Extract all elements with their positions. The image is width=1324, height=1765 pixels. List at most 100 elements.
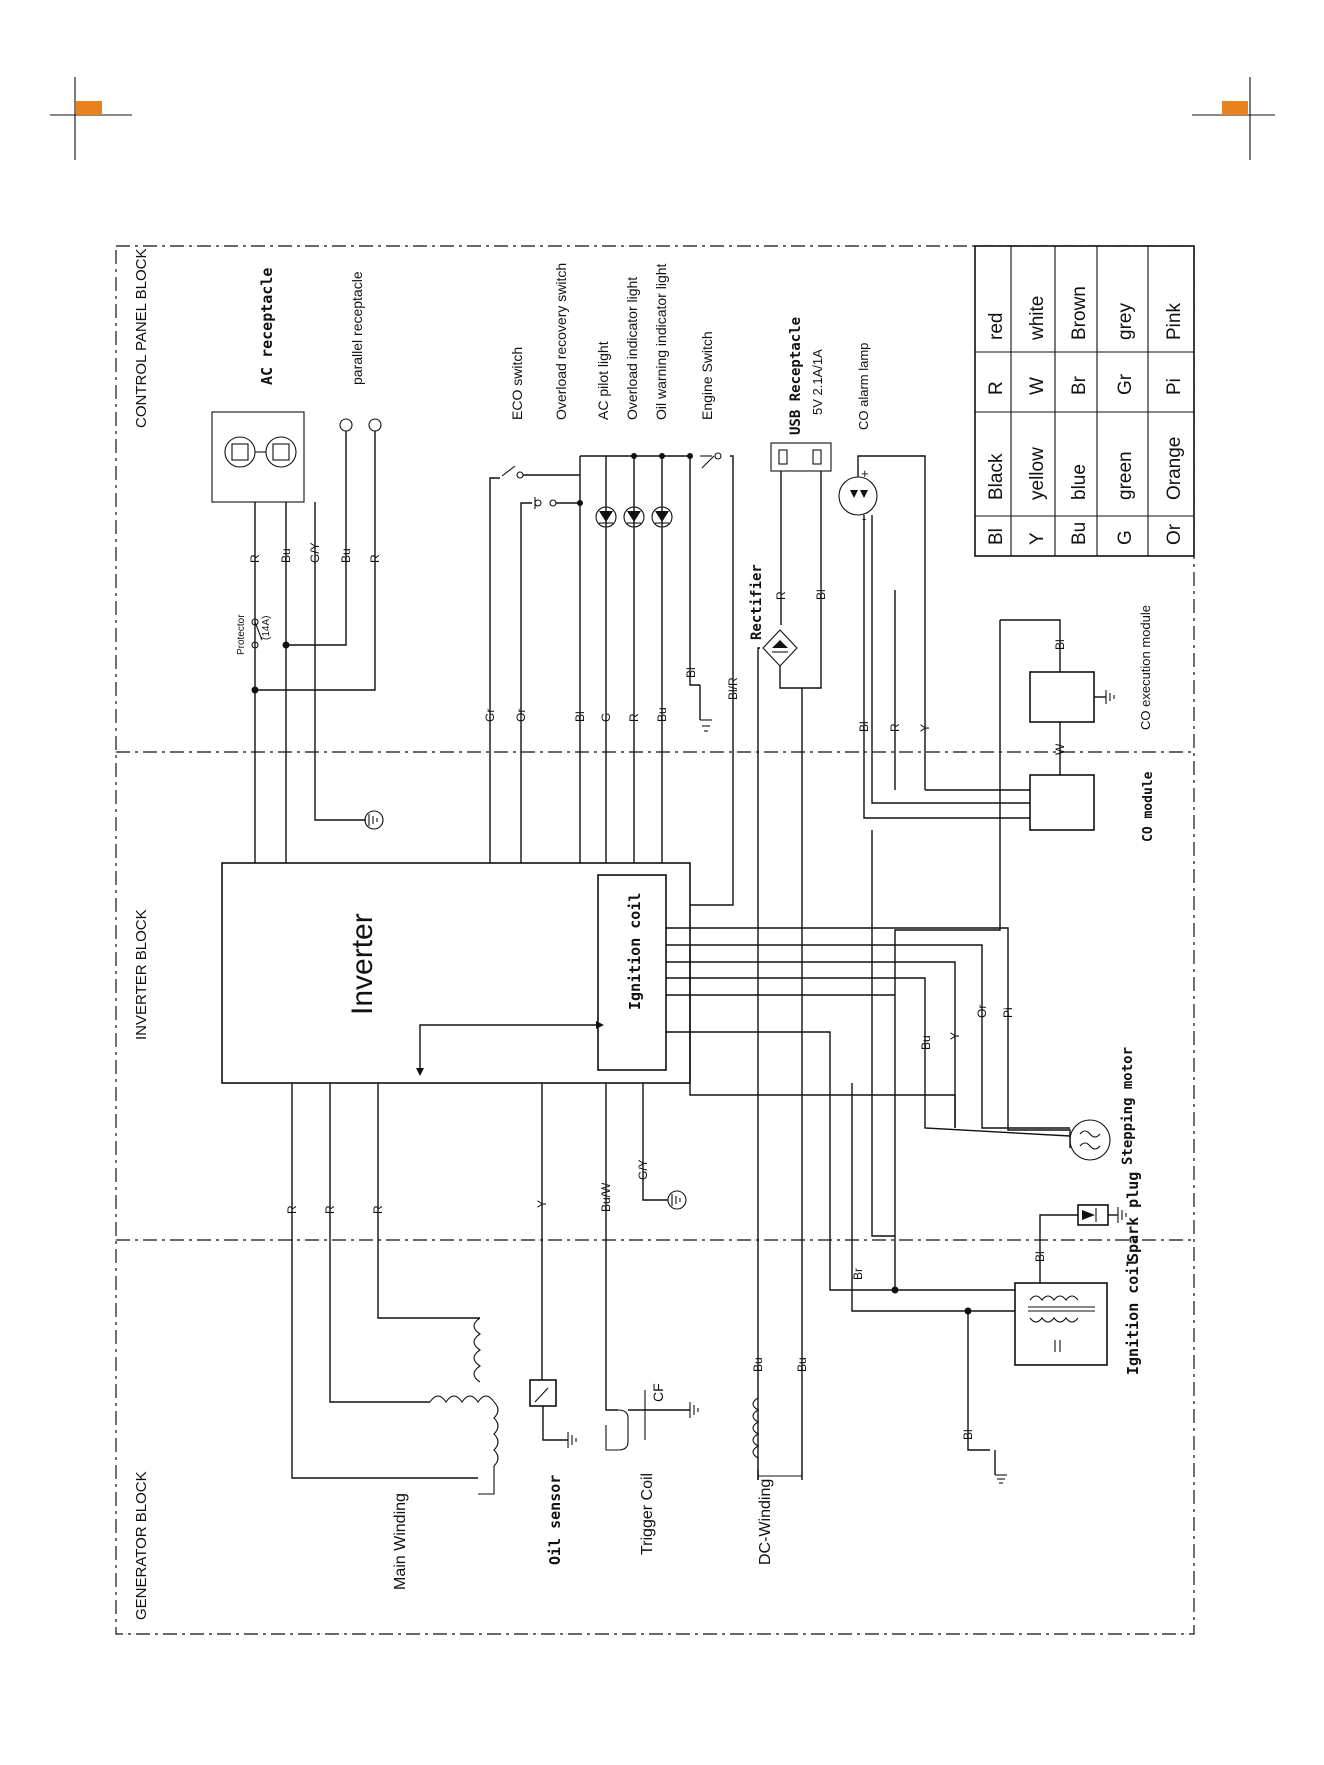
wire-label-co-w: W	[1053, 743, 1067, 755]
wire-label-ig-br: Br	[851, 1268, 865, 1280]
wire-label-gen-r3: R	[371, 1205, 385, 1214]
wire-label-dc-bu1: Bu	[751, 1357, 765, 1372]
wire-label-ac-gy: G/Y	[308, 542, 322, 563]
legend-name: Brown	[1069, 286, 1090, 340]
wire-label-cp-r: R	[627, 713, 641, 722]
wire-label-coe-bl: Bl	[1053, 639, 1067, 650]
main-winding-label: Main Winding	[392, 1493, 409, 1590]
protector-label: Protector	[236, 614, 247, 655]
ac-receptacle	[211, 411, 305, 503]
spark-plug	[1077, 1204, 1127, 1226]
usb-receptacle	[770, 442, 832, 472]
co-execution-module	[1029, 671, 1095, 723]
wire-label-cp-bl: Bl	[573, 711, 587, 722]
ignition-coil-outer	[1014, 1282, 1108, 1366]
oil-warning-light-icon	[651, 506, 673, 528]
wire-label-ac-bu2: Bu	[339, 548, 353, 563]
wire-label-co-r: R	[888, 723, 902, 732]
ground-icon	[667, 1190, 687, 1210]
ground-icon	[1094, 690, 1115, 704]
overload-indicator-light-icon	[623, 506, 645, 528]
overload-recovery-switch	[520, 497, 580, 720]
wire-label-gen-y: Y	[535, 1200, 549, 1208]
ground-icon	[689, 1402, 699, 1418]
wire-label-sm-pi: Pi	[1001, 1007, 1015, 1018]
oil-sensor-label: Oil sensor	[546, 1475, 564, 1565]
wire-label-ac-bu1: Bu	[279, 548, 293, 563]
wire-label-sm-or: Or	[975, 1005, 989, 1018]
wire-label-gen-gy: G/Y	[636, 1159, 650, 1180]
wire-label-rect-bl: Bl	[814, 589, 828, 600]
legend-name: white	[1027, 296, 1048, 341]
overload-recovery-switch-label: Overload recovery switch	[553, 263, 569, 420]
eco-switch	[489, 465, 580, 720]
protector-switch	[251, 618, 263, 649]
stepping-motor	[1069, 1119, 1111, 1161]
wire-label-ac-r1: R	[248, 554, 262, 563]
wire-label-ac-r2: R	[368, 554, 382, 563]
ignition-coil-inner-label: Ignition coil	[626, 893, 644, 1010]
ground-icon	[994, 1450, 1007, 1484]
wire-label-cp-gr: Gr	[483, 709, 497, 722]
wire-label-cp-bu: Bu	[655, 707, 669, 722]
crop-mark-left	[50, 77, 132, 160]
legend-code: Or	[1164, 523, 1185, 545]
legend-code: W	[1027, 377, 1048, 395]
usb-rating-label: 5V 2.1A/1A	[810, 349, 825, 415]
wire-label-co-bl: Bl	[857, 721, 871, 732]
legend-name: red	[986, 313, 1007, 340]
dc-winding	[752, 1397, 803, 1477]
crop-mark-left-accent	[76, 101, 102, 115]
legend-row-1: Y yellow W white	[1027, 296, 1048, 545]
wire-label-eng-blr: Bl/R	[726, 677, 740, 700]
legend-code: Gr	[1115, 373, 1136, 395]
legend-name: blue	[1069, 464, 1090, 500]
color-legend	[974, 245, 1195, 557]
legend-name: grey	[1115, 303, 1136, 340]
legend-code: R	[986, 381, 1007, 395]
wire-label-eng-bl: Bl	[684, 667, 698, 678]
legend-row-0: Bl Black R red	[986, 313, 1007, 545]
main-winding	[429, 1317, 499, 1495]
rectifier	[762, 629, 798, 667]
wire-label-ig-bl: Bl	[1033, 1251, 1047, 1262]
wire-label-cp-or: Or	[514, 709, 528, 722]
svg-text:+: +	[861, 466, 869, 481]
legend-code: Pi	[1164, 378, 1185, 395]
wire-label-gen-r1: R	[285, 1205, 299, 1214]
legend-row-4: Or Orange Pi Pink	[1164, 303, 1185, 545]
co-module-label: CO module	[1141, 771, 1156, 842]
protector-rating: (14A)	[261, 616, 272, 640]
ground-icon	[700, 719, 712, 732]
diagram-frame	[115, 245, 1195, 1635]
legend-name: yellow	[1027, 447, 1048, 500]
co-module	[1029, 774, 1095, 831]
co-execution-module-label: CO execution module	[1138, 605, 1153, 730]
crop-mark-right	[1192, 77, 1275, 160]
rectifier-label: Rectifier	[749, 564, 765, 640]
parallel-receptacle-label: parallel receptacle	[349, 271, 365, 385]
control-panel-block-title: CONTROL PANEL BLOCK	[133, 249, 150, 429]
legend-code: Bl	[986, 528, 1007, 545]
oil-warning-indicator-light-label: Oil warning indicator light	[653, 263, 669, 420]
inverter-block-title: INVERTER BLOCK	[133, 909, 150, 1040]
wire-label-rect-r: R	[774, 591, 788, 600]
wire-label-gen-buw: Bu/W	[599, 1182, 613, 1212]
legend-row-2: Bu blue Br Brown	[1069, 286, 1090, 545]
parallel-receptacle	[339, 418, 382, 432]
usb-receptacle-label: USB Receptacle	[788, 317, 804, 435]
overload-indicator-light-label: Overload indicator light	[624, 277, 640, 420]
wire-label-sm-bu: Bu	[919, 1035, 933, 1050]
ignition-coil-outer-label: Ignition coil	[1124, 1258, 1142, 1375]
ground-icon	[364, 810, 384, 830]
eco-switch-label: ECO switch	[509, 347, 525, 420]
legend-name: Orange	[1164, 437, 1185, 500]
engine-switch	[670, 452, 734, 906]
wire-label-dc-bu2: Bu	[795, 1357, 809, 1372]
legend-row-3: G green Gr grey	[1115, 303, 1136, 545]
ac-pilot-light-label: AC pilot light	[595, 341, 611, 420]
crop-mark-right-accent	[1222, 101, 1248, 115]
cf-label: CF	[650, 1383, 666, 1402]
trigger-coil	[605, 1390, 646, 1451]
